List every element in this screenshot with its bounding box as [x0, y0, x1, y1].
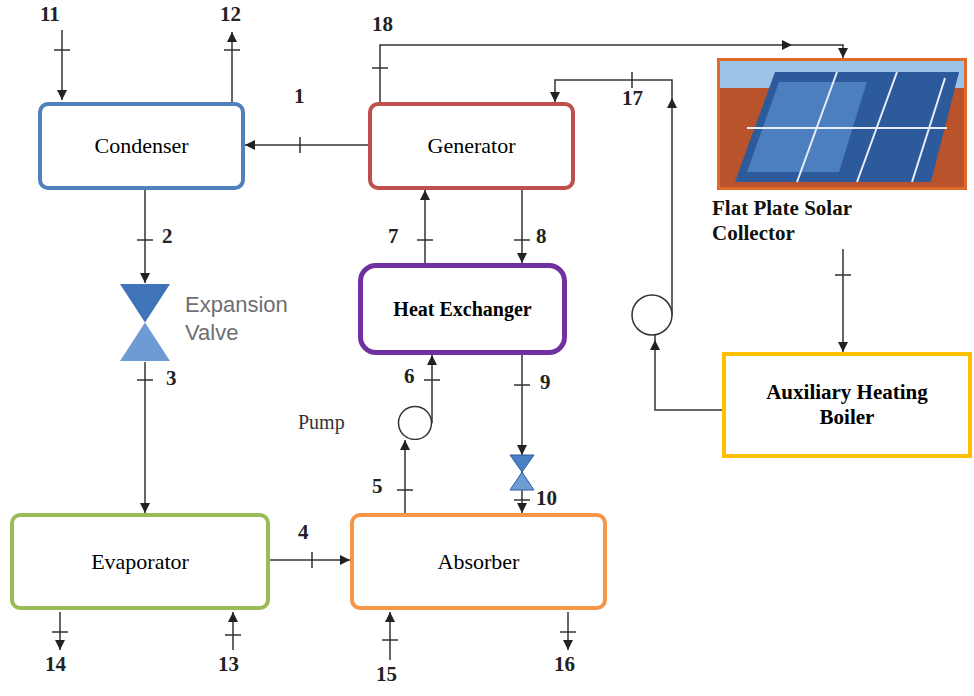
stream-stub — [61, 30, 63, 100]
flow-line — [270, 559, 350, 561]
stream-stub — [231, 32, 233, 102]
callout-number: 1 — [294, 86, 305, 107]
flow-arrowhead — [782, 40, 792, 50]
node-label: Pump — [298, 411, 345, 434]
flow-line — [245, 144, 368, 146]
flow-line — [424, 190, 426, 263]
flow-line — [521, 190, 523, 263]
node-label: Absorber — [438, 549, 520, 575]
flow-line — [555, 80, 722, 410]
flow-arrowhead — [667, 98, 677, 108]
flow-arrowhead — [650, 340, 660, 350]
solar-panel-picture — [717, 58, 967, 190]
pump-node: Pump — [298, 403, 434, 440]
panel-part — [719, 60, 966, 189]
callout-number: 3 — [166, 368, 177, 389]
callout-number: 16 — [554, 654, 575, 675]
process-box: Condenser — [38, 102, 245, 190]
process-box: Heat Exchanger — [358, 263, 567, 355]
callout-number: 15 — [376, 664, 397, 685]
node-label: Condenser — [94, 133, 188, 159]
flow-line — [431, 355, 433, 403]
solar-collector: Flat Plate Solar Collector — [712, 58, 967, 249]
flow-line — [144, 362, 146, 513]
panel-part — [717, 58, 967, 190]
node-label: Heat Exchanger — [393, 298, 531, 321]
callout-number: 5 — [372, 476, 383, 497]
callout-number: 11 — [40, 4, 60, 25]
valve-symbol — [510, 472, 534, 490]
valve-half — [120, 323, 170, 362]
callout-number: 17 — [622, 88, 643, 109]
process-box: Evaporator — [10, 513, 270, 610]
node-label: Flat Plate Solar Collector — [712, 196, 927, 246]
flow-arrowhead — [517, 445, 527, 455]
node-label: Generator — [428, 133, 516, 159]
pump-outlet — [431, 403, 433, 423]
stream-stub — [59, 612, 61, 650]
pump-casing — [399, 407, 432, 440]
valve-symbol — [118, 283, 172, 362]
stream-stub — [567, 612, 569, 650]
flow-line — [404, 440, 406, 513]
stream-stub — [232, 612, 234, 650]
process-box: Auxiliary Heating Boiler — [722, 352, 972, 458]
node-label: Auxiliary Heating Boiler — [747, 380, 947, 430]
callout-number: 10 — [536, 488, 557, 509]
callout-number: 2 — [162, 226, 173, 247]
process-box: Generator — [368, 102, 575, 190]
panel-part — [735, 72, 959, 182]
callout-number: 9 — [540, 372, 551, 393]
flow-line — [842, 249, 844, 352]
panel-part — [747, 72, 947, 182]
flow-line — [144, 190, 146, 283]
valve-half — [120, 284, 170, 323]
valve-node: Expansion Valve — [118, 283, 330, 362]
callout-number: 14 — [45, 654, 66, 675]
callout-number: 8 — [536, 226, 547, 247]
node-label: Expansion Valve — [185, 291, 325, 346]
callout-number: 18 — [372, 14, 393, 35]
process-box: Absorber — [350, 513, 607, 610]
valve-symbol — [510, 455, 534, 472]
stream-stub — [389, 612, 391, 660]
callout-number: 13 — [218, 654, 239, 675]
node-label: Evaporator — [91, 549, 189, 575]
pump-symbol — [632, 295, 672, 335]
callout-number: 6 — [404, 366, 415, 387]
callout-number: 4 — [298, 522, 309, 543]
callout-number: 7 — [388, 226, 399, 247]
callout-number: 12 — [220, 4, 241, 25]
